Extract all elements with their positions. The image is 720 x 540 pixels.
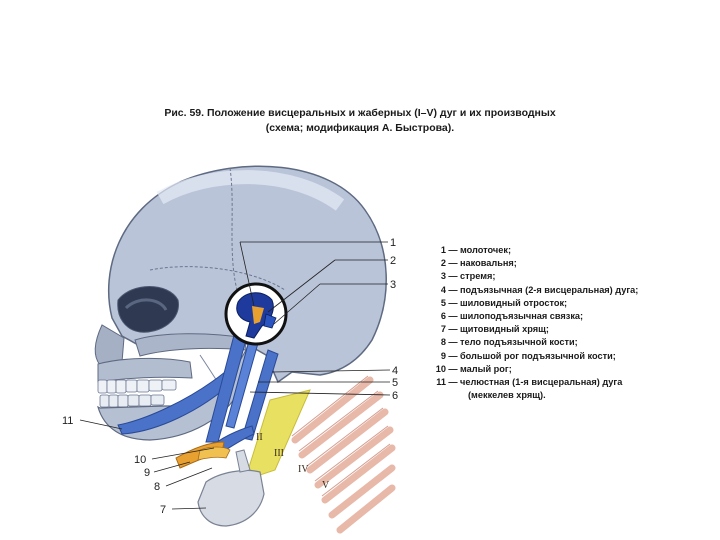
legend-dash: — xyxy=(446,284,460,297)
legend-text: тело подъязычной кости; xyxy=(460,336,578,349)
callout-4: 4 xyxy=(392,365,398,377)
skull-visceral-arches-illustration: 1 2 3 4 5 6 7 8 9 10 11 II III IV V xyxy=(40,150,440,540)
legend-item: 10—малый рог; xyxy=(428,363,718,376)
callout-6: 6 xyxy=(392,390,398,402)
legend-dash: — xyxy=(446,350,460,363)
legend-number: 11 xyxy=(428,376,446,389)
legend-text: стремя; xyxy=(460,270,495,283)
middle-ear-inset xyxy=(226,284,286,344)
legend-number: 8 xyxy=(428,336,446,349)
callout-10: 10 xyxy=(134,454,146,466)
legend-dash: — xyxy=(446,244,460,257)
callout-1: 1 xyxy=(390,237,396,249)
legend-item: 8—тело подъязычной кости; xyxy=(428,336,718,349)
legend-number: 2 xyxy=(428,257,446,270)
caption-line-2: (схема; модификация А. Быстрова). xyxy=(150,121,570,136)
thyroid-cartilage xyxy=(198,470,264,526)
legend-text: малый рог; xyxy=(460,363,512,376)
legend-number: 9 xyxy=(428,350,446,363)
legend-number: 10 xyxy=(428,363,446,376)
callout-2: 2 xyxy=(390,255,396,267)
callout-7: 7 xyxy=(160,504,166,516)
legend-text: большой рог подъязычной кости; xyxy=(460,350,616,363)
arch-label-v: V xyxy=(322,480,330,491)
legend-text: челюстная (1-я висцеральная) дуга xyxy=(460,376,622,389)
legend-text: подъязычная (2-я висцеральная) дуга; xyxy=(460,284,638,297)
legend-number: 1 xyxy=(428,244,446,257)
legend-number: 4 xyxy=(428,284,446,297)
callout-8: 8 xyxy=(154,481,160,493)
branchial-arches xyxy=(245,376,392,530)
legend-number: 5 xyxy=(428,297,446,310)
callout-5: 5 xyxy=(392,377,398,389)
legend-item: 7—щитовидный хрящ; xyxy=(428,323,718,336)
legend-item: 1—молоточек; xyxy=(428,244,718,257)
callout-9: 9 xyxy=(144,467,150,479)
legend-item: 2—наковальня; xyxy=(428,257,718,270)
legend-item: 4—подъязычная (2-я висцеральная) дуга; xyxy=(428,284,718,297)
arch-label-iv: IV xyxy=(298,464,309,475)
legend-text: шиловидный отросток; xyxy=(460,297,567,310)
legend-item: 3—стремя; xyxy=(428,270,718,283)
legend-dash: — xyxy=(446,270,460,283)
legend-dash: — xyxy=(446,297,460,310)
legend-continuation: (меккелев хрящ). xyxy=(428,389,718,402)
legend-item: 9—большой рог подъязычной кости; xyxy=(428,350,718,363)
figure-legend: 1—молоточек; 2—наковальня; 3—стремя; 4—п… xyxy=(428,244,718,402)
legend-dash: — xyxy=(446,310,460,323)
legend-dash: — xyxy=(446,323,460,336)
callout-11: 11 xyxy=(62,415,73,427)
legend-text: молоточек; xyxy=(460,244,511,257)
legend-number: 7 xyxy=(428,323,446,336)
legend-item: 5—шиловидный отросток; xyxy=(428,297,718,310)
figure-caption: Рис. 59. Положение висцеральных и жаберн… xyxy=(150,106,570,136)
legend-item: 11—челюстная (1-я висцеральная) дуга xyxy=(428,376,718,389)
legend-number: 6 xyxy=(428,310,446,323)
legend-dash: — xyxy=(446,336,460,349)
arch-label-ii: II xyxy=(256,432,263,443)
arch-label-iii: III xyxy=(274,448,284,459)
caption-line-1: Рис. 59. Положение висцеральных и жаберн… xyxy=(150,106,570,121)
legend-dash: — xyxy=(446,363,460,376)
legend-text: шилоподъязычная связка; xyxy=(460,310,583,323)
legend-dash: — xyxy=(446,376,460,389)
callout-3: 3 xyxy=(390,279,396,291)
legend-text: наковальня; xyxy=(460,257,517,270)
legend-item: 6—шилоподъязычная связка; xyxy=(428,310,718,323)
legend-text: щитовидный хрящ; xyxy=(460,323,549,336)
legend-dash: — xyxy=(446,257,460,270)
legend-number: 3 xyxy=(428,270,446,283)
